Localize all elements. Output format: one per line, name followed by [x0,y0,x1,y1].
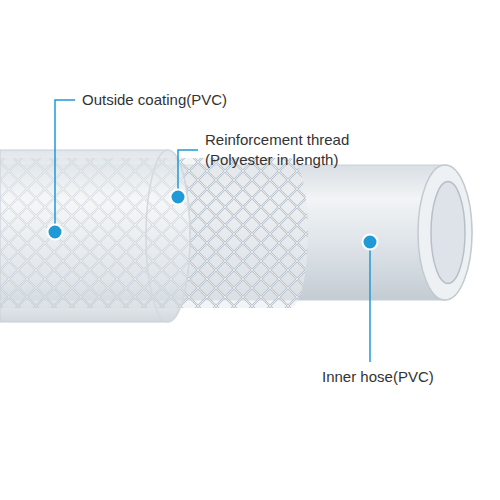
hose-end [418,165,472,300]
part-label: Inner hose(PVC) [322,367,492,387]
coating-edge [146,150,190,322]
part-label: Outside coating(PVC) [82,90,282,110]
hose-bore [431,182,465,284]
outside-coating [0,150,190,322]
leader-dots [48,190,378,250]
part-label: Reinforcement thread (Polyester in lengt… [205,130,373,170]
